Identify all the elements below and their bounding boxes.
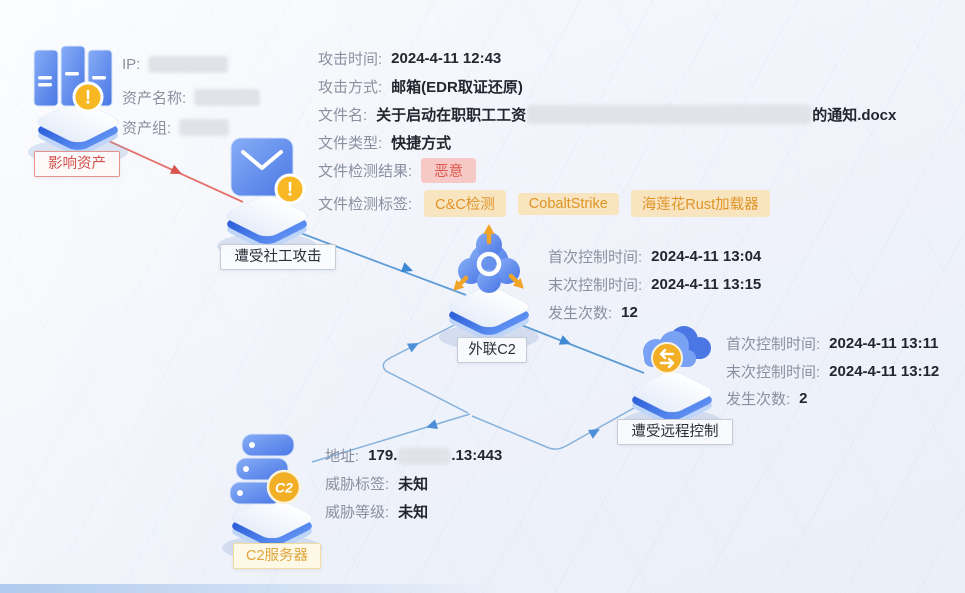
file-name-suffix: 的通知.docx [812,107,897,124]
field-label: 文件名: [318,107,368,124]
edge-c2out-to-remote [510,320,645,374]
edge-junction-to-c2server [311,413,471,463]
asset-group-row: 资产组: [122,117,229,138]
address-prefix: 179. [368,447,398,464]
node-affected-asset[interactable] [27,45,129,166]
occurrence-count-row: 发生次数: 2 [726,388,808,409]
out-arrow-left-icon [449,274,470,295]
field-value: 邮箱(EDR取证还原) [391,79,523,96]
redacted-address [399,448,450,463]
node-c2-server[interactable]: C2 [221,433,323,562]
redacted-group-value [180,120,229,135]
file-type-row: 文件类型: 快捷方式 [318,132,451,153]
field-label: 发生次数: [726,391,791,408]
field-label: 资产组: [122,120,172,137]
edge-layer [99,136,645,463]
edge-remote-to-c2server [471,402,644,450]
first-control-row: 首次控制时间: 2024-4-11 13:04 [548,246,761,267]
field-value: 2 [799,390,808,407]
edge-c2out-to-c2server [382,320,469,414]
detect-tags-row: 文件检测标签: C&C检测 CobaltStrike 海莲花Rust加载器 [318,190,770,217]
field-label: 文件类型: [318,135,383,152]
redacted-file-name [528,106,811,123]
label-social-attack[interactable]: 遭受社工攻击 [220,244,336,270]
node-social-attack[interactable] [216,137,318,260]
field-value: 2024-4-11 13:11 [829,335,939,352]
occurrence-count-row: 发生次数: 12 [548,302,638,323]
file-name-prefix: 关于启动在职职工工资 [376,107,527,124]
c2-badge-text: C2 [275,480,293,496]
arrow-remote-loop [588,429,600,439]
arrow-social-to-c2out [400,262,413,272]
field-label: 末次控制时间: [726,364,821,381]
attack-time-row: 攻击时间: 2024-4-11 12:43 [318,48,501,69]
label-c2-server[interactable]: C2服务器 [233,543,321,569]
tag-cc-detect[interactable]: C&C检测 [424,190,506,217]
detect-result-row: 文件检测结果: 恶意 [318,158,477,183]
field-value: 未知 [398,476,429,493]
address-row: 地址: 179. .13:443 [325,445,502,466]
field-value: 快捷方式 [391,135,452,152]
transfer-badge-icon [651,342,683,374]
field-value: 2024-4-11 13:04 [651,248,762,265]
field-label: 地址: [325,448,360,465]
tag-cobaltstrike[interactable]: CobaltStrike [517,192,619,215]
label-affected-asset[interactable]: 影响资产 [34,151,120,177]
arrow-c2out-loop [406,343,419,353]
field-label: 首次控制时间: [726,336,821,353]
field-value: 2024-4-11 13:15 [651,276,762,293]
label-c2-outreach[interactable]: 外联C2 [457,337,527,363]
warning-badge-icon [72,81,104,113]
field-label: 资产名称: [122,90,187,107]
bottom-decor-strip [0,584,500,593]
c2-outreach-icon [449,224,527,295]
first-control-row: 首次控制时间: 2024-4-11 13:11 [726,333,938,354]
warning-badge-icon [274,173,306,205]
malicious-badge: 恶意 [421,158,477,183]
field-label: 文件检测结果: [318,163,413,180]
label-remote-control[interactable]: 遭受远程控制 [617,419,733,445]
field-value: 未知 [398,504,429,521]
field-label: 攻击时间: [318,51,383,68]
field-label: IP: [122,56,141,73]
threat-tag-row: 威胁标签: 未知 [325,473,428,494]
field-label: 末次控制时间: [548,277,643,294]
threat-level-row: 威胁等级: 未知 [325,501,428,522]
last-control-row: 末次控制时间: 2024-4-11 13:12 [726,361,939,382]
attack-method-row: 攻击方式: 邮箱(EDR取证还原) [318,76,523,97]
field-label: 威胁标签: [325,476,390,493]
arrow-c2out-to-remote [558,335,571,345]
node-remote-control[interactable] [621,326,723,436]
field-label: 攻击方式: [318,79,383,96]
field-label: 首次控制时间: [548,249,643,266]
arrow-to-c2server [426,419,438,429]
asset-name-row: 资产名称: [122,87,260,108]
arrow-asset-to-social [169,164,182,174]
field-value: 2024-4-11 12:43 [391,50,502,67]
tag-oceanlotus-rust-loader[interactable]: 海莲花Rust加载器 [630,190,770,217]
asset-ip-row: IP: [122,56,228,73]
field-label: 威胁等级: [325,504,390,521]
address-suffix: .13:443 [451,447,503,464]
redacted-name-value [195,90,260,105]
c2-badge-icon: C2 [266,469,302,505]
node-c2-outreach[interactable] [438,224,540,351]
redacted-ip-value [149,57,228,72]
last-control-row: 末次控制时间: 2024-4-11 13:15 [548,274,761,295]
field-value: 2024-4-11 13:12 [829,363,940,380]
edge-social-to-c2out [278,224,467,296]
cloud-icon [643,326,711,374]
field-label: 发生次数: [548,305,613,322]
field-value: 12 [621,304,638,321]
field-label: 文件检测标签: [318,196,413,213]
file-name-row: 文件名: 关于启动在职职工工资 的通知.docx [318,104,896,125]
